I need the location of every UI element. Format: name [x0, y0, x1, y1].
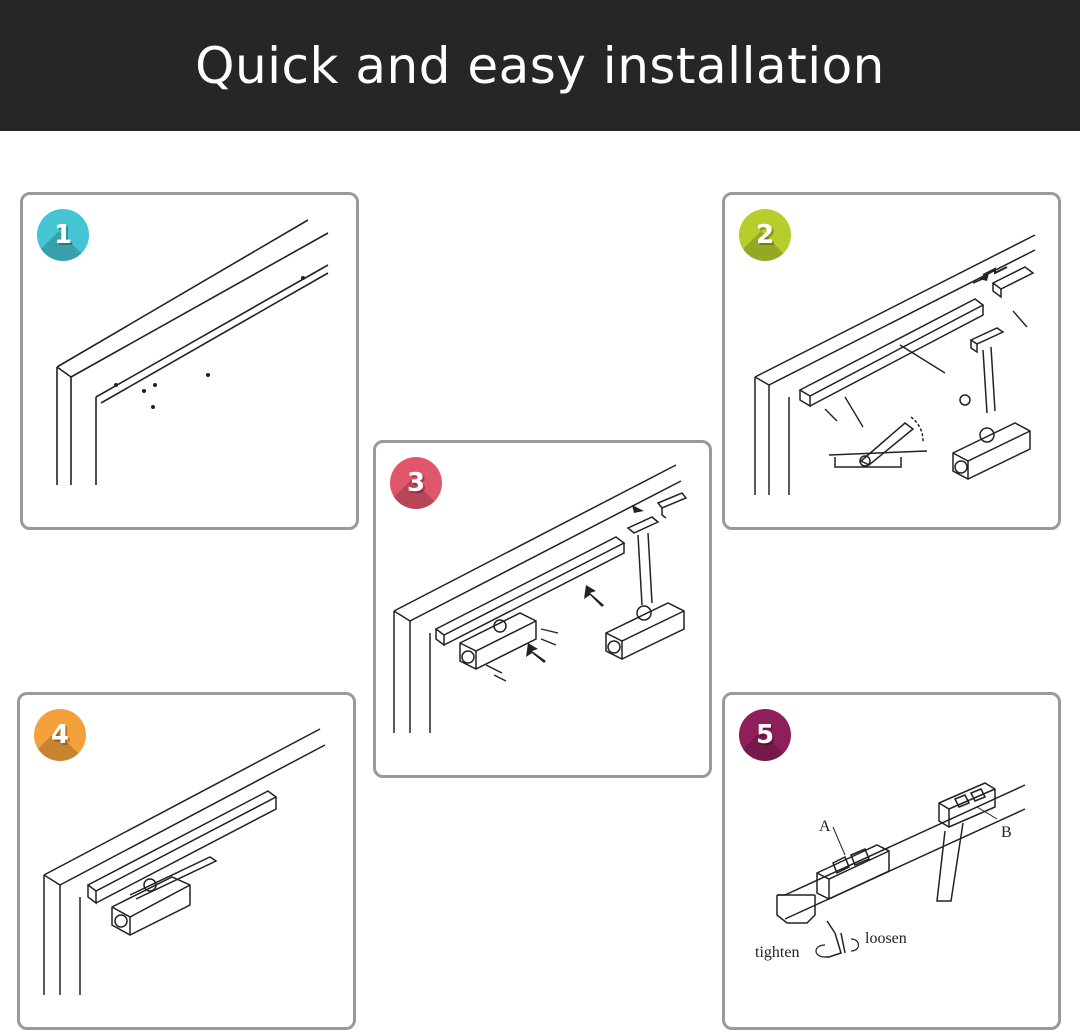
- step-4-number: 4: [50, 720, 70, 750]
- step-2-badge: 2: [739, 209, 791, 261]
- label-b: B: [1001, 824, 1012, 841]
- header-bar: Quick and easy installation: [0, 0, 1080, 131]
- step-4-badge: 4: [34, 709, 86, 761]
- step-1-illustration: [56, 219, 329, 485]
- step-2-number: 2: [755, 220, 775, 250]
- step-3-badge: 3: [390, 457, 442, 509]
- step-4-panel: 4: [17, 692, 356, 1030]
- step-3-panel: 3: [373, 440, 712, 778]
- step-5-panel: A B tighten loosen 5: [722, 692, 1061, 1030]
- step-2-illustration: [754, 234, 1036, 495]
- step-4-illustration: [43, 728, 326, 995]
- step-5-illustration: A B tighten loosen: [755, 782, 1026, 961]
- page-title: Quick and easy installation: [195, 36, 885, 95]
- step-5-number: 5: [755, 720, 775, 750]
- step-1-number: 1: [53, 220, 73, 250]
- label-loosen: loosen: [865, 930, 907, 947]
- step-2-panel: 2: [722, 192, 1061, 530]
- step-1-badge: 1: [37, 209, 89, 261]
- label-a: A: [819, 818, 831, 835]
- label-tighten: tighten: [755, 944, 799, 961]
- step-3-illustration: [393, 464, 688, 733]
- step-5-badge: 5: [739, 709, 791, 761]
- step-3-number: 3: [406, 468, 426, 498]
- step-1-panel: 1: [20, 192, 359, 530]
